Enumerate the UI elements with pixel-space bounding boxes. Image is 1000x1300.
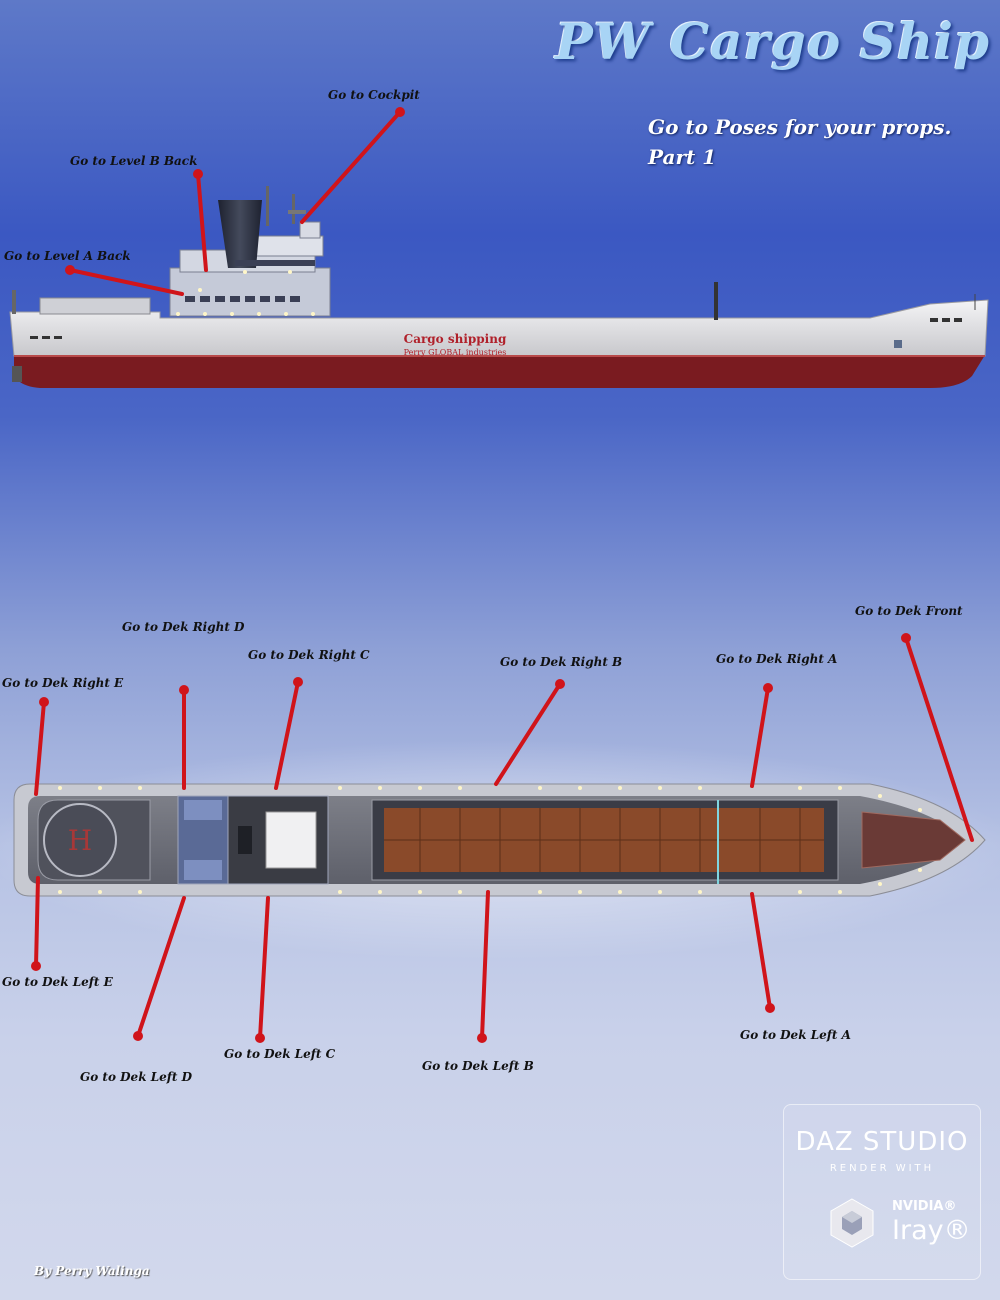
pointer-dek-left-b[interactable] (477, 890, 490, 1043)
pointer-dek-front[interactable] (901, 633, 974, 842)
label-dek-left-b[interactable]: Go to Dek Left B (422, 1059, 534, 1073)
label-cockpit[interactable]: Go to Cockpit (328, 88, 420, 102)
label-level-b-back[interactable]: Go to Level B Back (70, 154, 198, 168)
pointer-dek-left-a[interactable] (750, 892, 775, 1013)
pointer-dek-right-d[interactable] (179, 685, 189, 790)
side-view-ship: Cargo shipping Perry GLOBAL industries (9, 186, 989, 388)
pointer-dek-left-c[interactable] (255, 896, 270, 1043)
pointer-dek-right-a[interactable] (750, 683, 773, 788)
hull-subtext: Perry GLOBAL industries (404, 348, 507, 357)
label-dek-right-a[interactable]: Go to Dek Right A (716, 652, 838, 666)
helipad-letter: H (68, 824, 92, 857)
pointer-cockpit[interactable] (300, 107, 405, 224)
page-title: PW Cargo Ship (555, 12, 990, 71)
label-dek-left-c[interactable]: Go to Dek Left C (224, 1047, 336, 1061)
label-level-a-back[interactable]: Go to Level A Back (4, 249, 131, 263)
pointer-dek-right-e[interactable] (34, 697, 49, 796)
iray-cube-icon (830, 1198, 874, 1248)
label-dek-left-a[interactable]: Go to Dek Left A (740, 1028, 851, 1042)
subtitle: Go to Poses for your props. Part 1 (648, 112, 988, 172)
daz-studio-logo: DAZ STUDIO (795, 1127, 969, 1157)
label-dek-right-c[interactable]: Go to Dek Right C (248, 648, 370, 662)
rendered-with-text: RENDER WITH (829, 1163, 935, 1174)
label-dek-front[interactable]: Go to Dek Front (855, 604, 963, 618)
pointer-dek-right-c[interactable] (274, 677, 303, 790)
funnel (218, 200, 262, 268)
hull-bottom (14, 355, 985, 388)
iray-text: Iray® (892, 1215, 971, 1246)
pointer-level-b-back[interactable] (193, 169, 208, 272)
pointer-dek-left-e[interactable] (31, 876, 41, 971)
pointer-level-a-back[interactable] (65, 265, 184, 296)
hull-text: Cargo shipping (404, 332, 507, 346)
nvidia-text: NVIDIA® (892, 1199, 957, 1214)
author-credit: By Perry Walinga (34, 1264, 150, 1278)
label-dek-left-e[interactable]: Go to Dek Left E (2, 975, 113, 989)
label-dek-left-d[interactable]: Go to Dek Left D (80, 1070, 193, 1084)
helipad (43, 803, 117, 877)
top-view-ship: H (0, 740, 1000, 960)
pointer-dek-left-d[interactable] (133, 896, 186, 1041)
subtitle-line-1: Go to Poses for your props. (648, 115, 952, 139)
label-dek-right-b[interactable]: Go to Dek Right B (500, 655, 623, 669)
superstructure (169, 267, 331, 317)
subtitle-line-2: Part 1 (648, 145, 717, 169)
label-dek-right-e[interactable]: Go to Dek Right E (2, 676, 124, 690)
render-badge: DAZ STUDIO RENDER WITH NVIDIA® Iray® (783, 1104, 981, 1280)
pointer-dek-right-b[interactable] (494, 679, 565, 786)
label-dek-right-d[interactable]: Go to Dek Right D (122, 620, 245, 634)
